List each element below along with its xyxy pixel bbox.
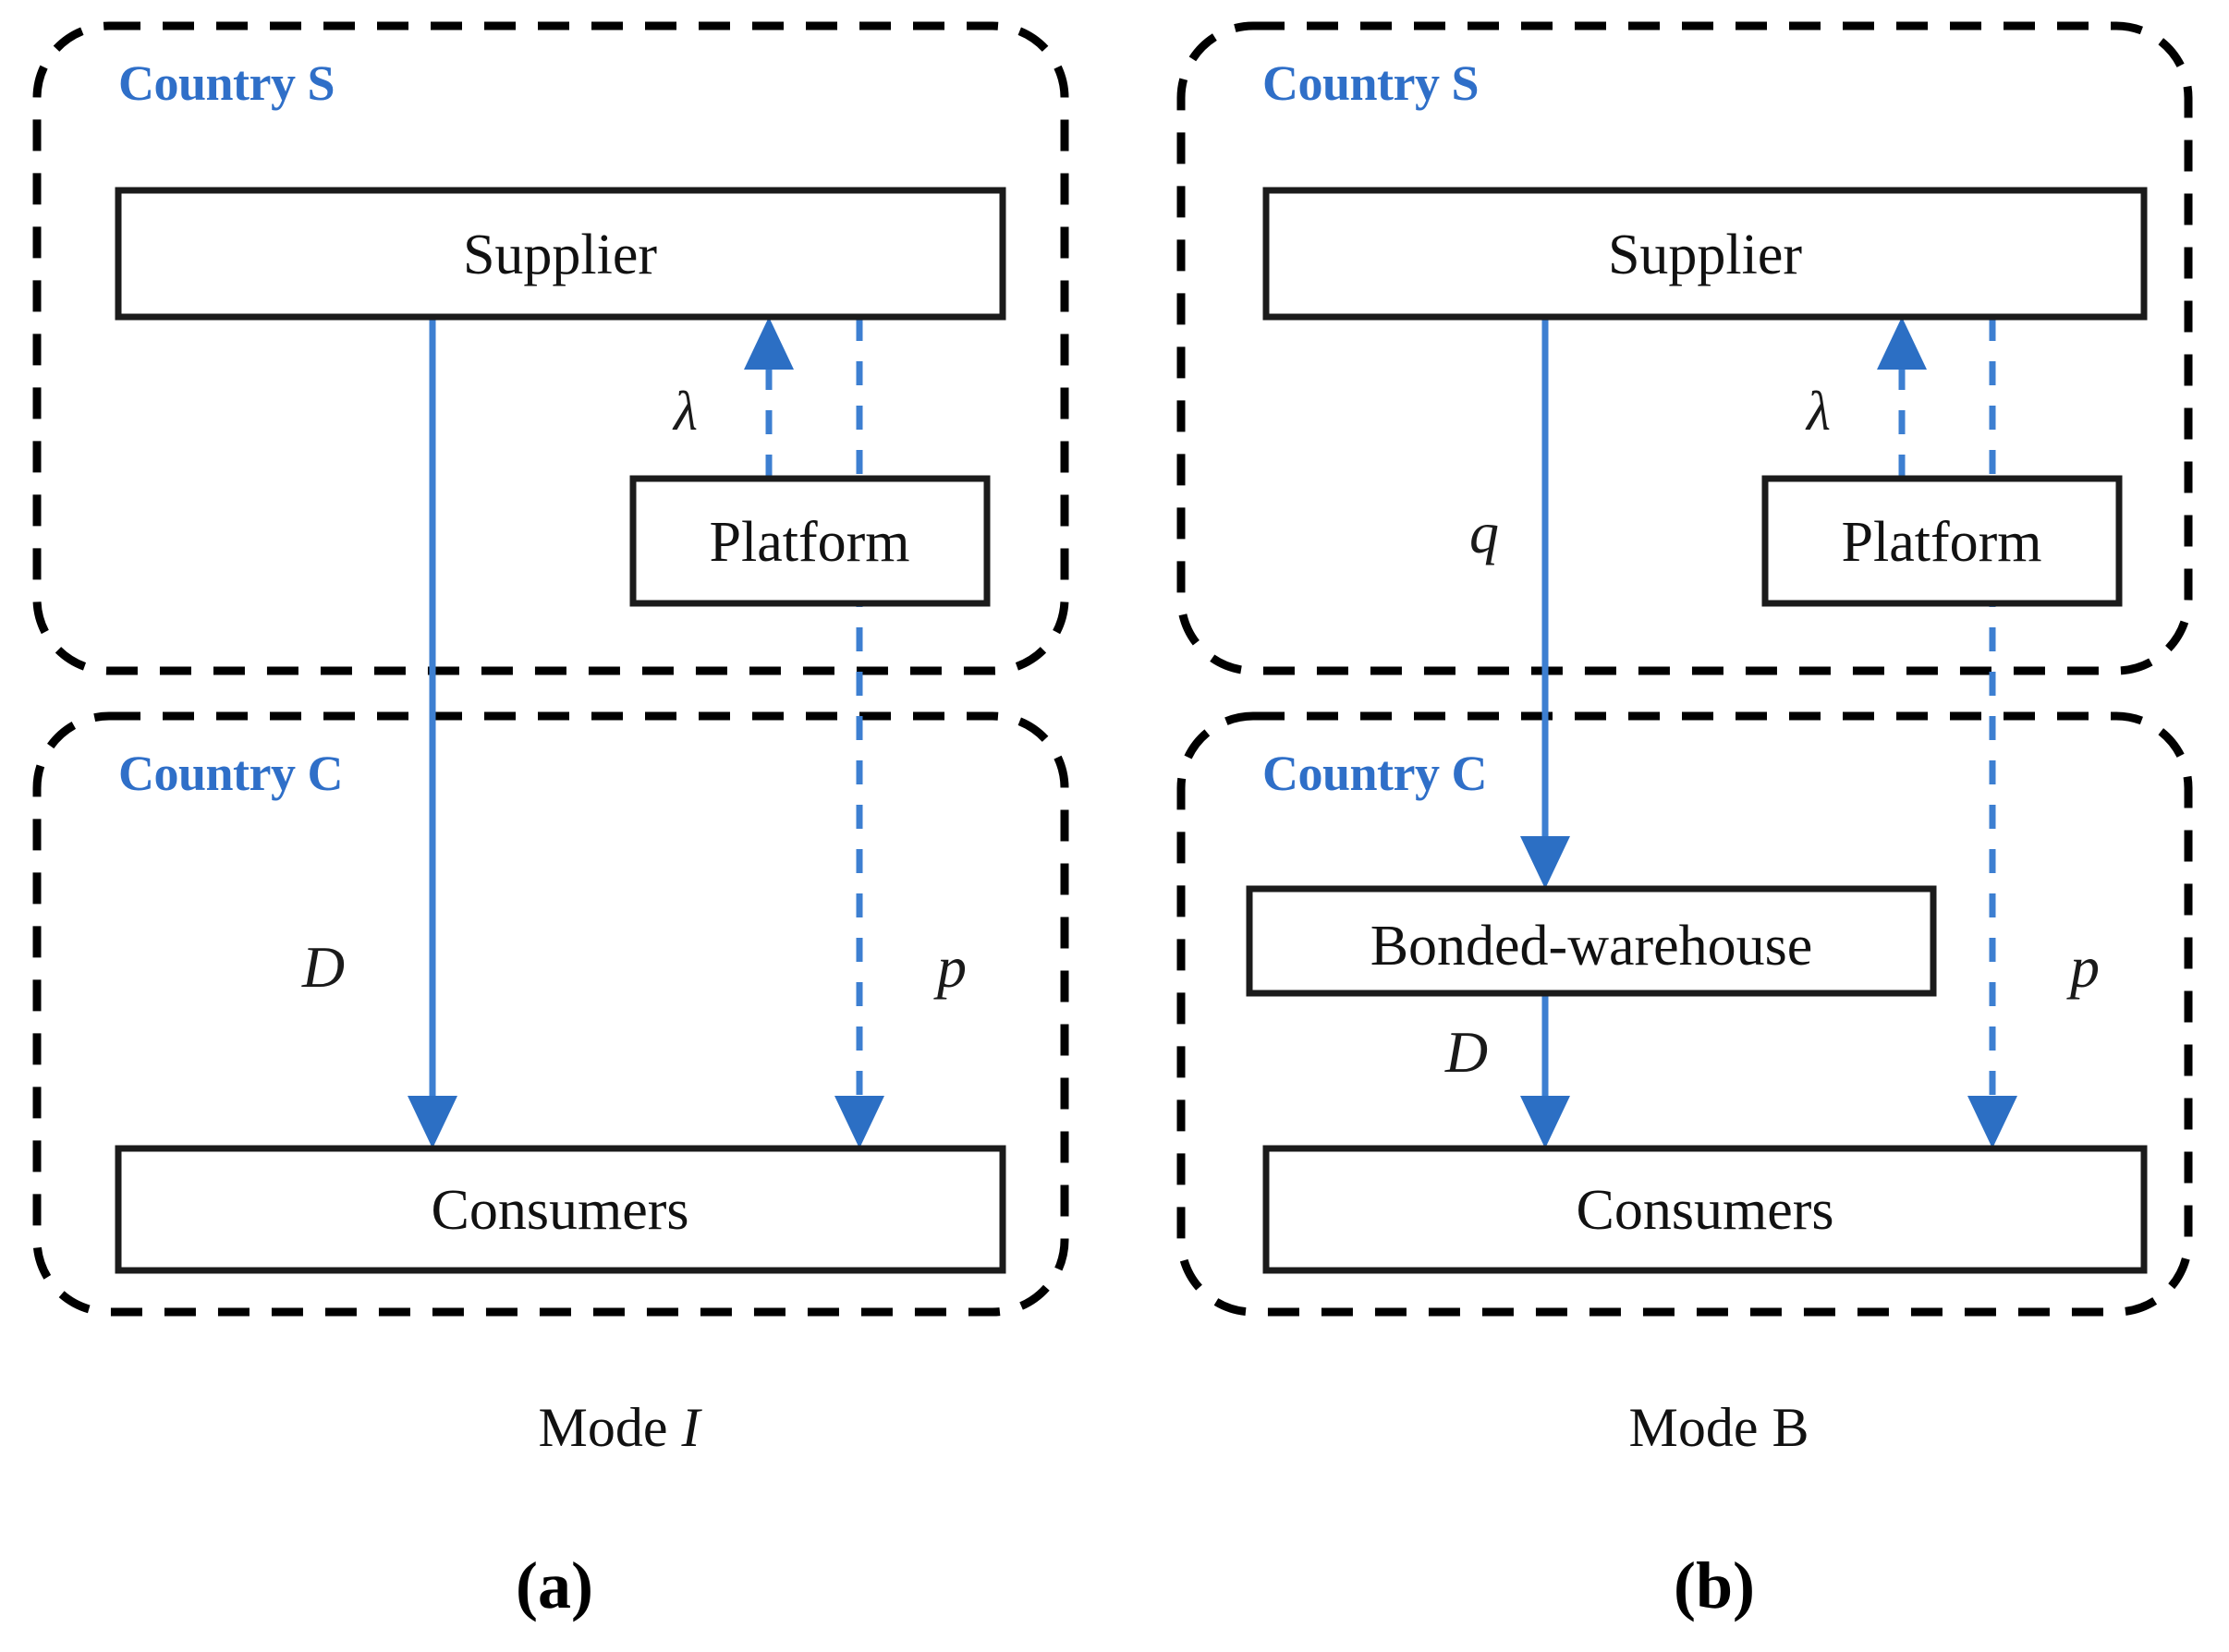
panel-b-node-platform[interactable] — [1761, 475, 2123, 607]
panel-a-mode-symbol: I — [681, 1397, 703, 1458]
panel-b-node-supplier-label: Supplier — [1608, 224, 1802, 286]
panel-b-mode-prefix: Mode — [1628, 1397, 1772, 1458]
panel-b-node-consumers[interactable] — [1262, 1145, 2148, 1274]
panel-b-mode-caption: Mode B — [1628, 1397, 1809, 1458]
panel-a-node-consumers[interactable] — [115, 1145, 1006, 1274]
panel-a-region-country-c — [32, 711, 1069, 1317]
panel-b-node-supplier[interactable] — [1262, 187, 2148, 321]
panel-a-flow-commission-arrowhead — [744, 317, 794, 370]
panel-a-flow-demand-arrowhead — [408, 1096, 457, 1148]
panel-b-caption: (b) — [1674, 1549, 1755, 1622]
panel-a-flow-price-arrowhead — [834, 1096, 884, 1148]
panel-a-node-platform[interactable] — [629, 475, 991, 607]
panel-a-node-supplier[interactable] — [115, 187, 1006, 321]
panel-a-caption: (a) — [516, 1549, 593, 1622]
panel-b-flow-quantity-label: q — [1469, 500, 1499, 565]
panel-b-flow-price-arrowhead — [1967, 1096, 2017, 1148]
panel-b-node-bonded-warehouse-label: Bonded-warehouse — [1370, 915, 1813, 978]
panel-a-mode-prefix: Mode — [539, 1397, 682, 1458]
panel-a-flow-commission-label: λ — [672, 381, 698, 442]
panel-a-region-country-s-label: Country S — [118, 55, 335, 111]
panel-b-node-consumers-label: Consumers — [1577, 1179, 1834, 1242]
panel-b-node-platform-label: Platform — [1842, 511, 2042, 574]
panel-a-region-country-s — [32, 21, 1069, 675]
panel-b-region-country-c — [1176, 711, 2193, 1317]
panel-b-flow-quantity-arrowhead — [1520, 836, 1570, 889]
panel-a-node-supplier-label: Supplier — [463, 224, 657, 286]
panel-b-flow-price-label: p — [2066, 934, 2100, 1000]
panel-a: Country S Country C D λ p Supplier Platf… — [32, 21, 1069, 1622]
panel-a-flow-demand-label: D — [301, 934, 345, 1000]
panel-b-flow-commission-label: λ — [1805, 381, 1831, 442]
panel-b-flow-demand-arrowhead — [1520, 1096, 1570, 1148]
panel-b-region-country-s-label: Country S — [1262, 55, 1479, 111]
panel-a-node-platform-label: Platform — [710, 511, 910, 574]
panel-a-flow-price-label: p — [933, 934, 967, 1000]
panel-a-mode-caption: Mode I — [539, 1397, 703, 1458]
panel-b-flow-commission-arrowhead — [1877, 317, 1927, 370]
panel-b-node-bonded-warehouse[interactable] — [1246, 885, 1937, 997]
panel-a-node-consumers-label: Consumers — [432, 1179, 689, 1242]
panel-a-region-country-c-label: Country C — [118, 746, 343, 801]
panel-b: Country S Country C q D λ p Supplier — [1176, 21, 2193, 1622]
panel-b-mode-symbol: B — [1772, 1397, 1809, 1458]
panel-b-flow-demand-label: D — [1444, 1019, 1488, 1085]
panel-b-region-country-c-label: Country C — [1262, 746, 1487, 801]
panel-b-region-country-s — [1176, 21, 2193, 675]
